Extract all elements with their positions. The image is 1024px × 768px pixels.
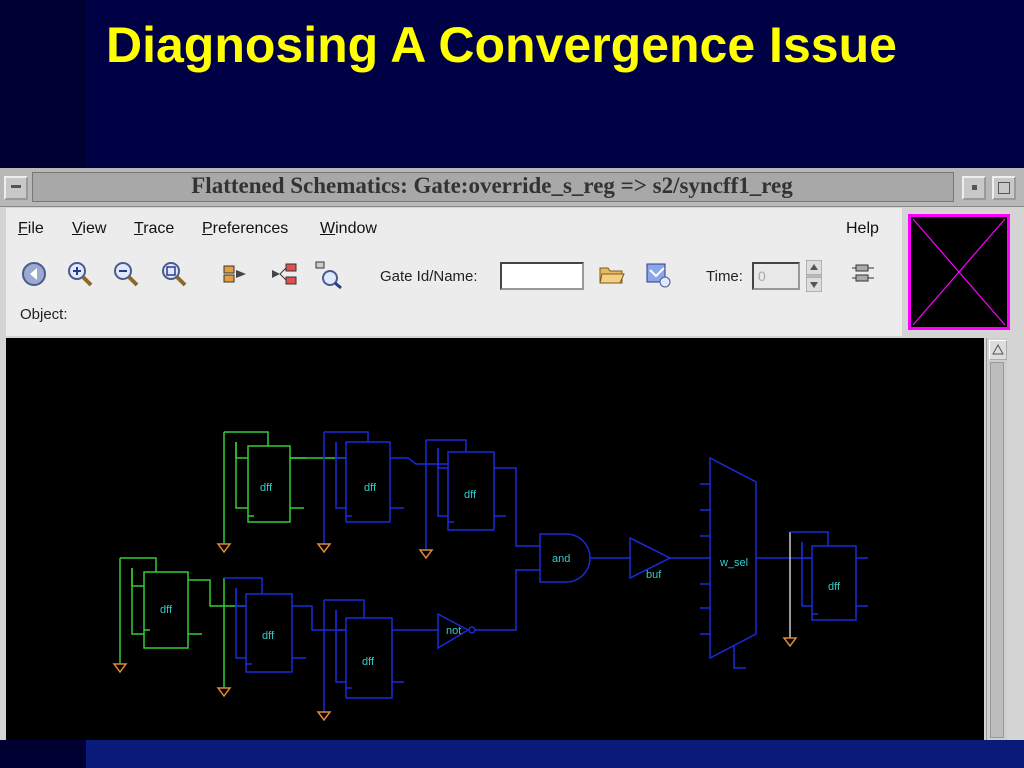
window-title: Flattened Schematics: Gate:override_s_re…	[191, 173, 793, 198]
dff-mid-2-label: dff	[362, 656, 375, 668]
time-spinner[interactable]	[806, 260, 822, 292]
scroll-up-button[interactable]	[989, 340, 1007, 360]
mux-label: w_sel	[719, 557, 748, 569]
maximize-button[interactable]	[992, 176, 1016, 200]
dff-right[interactable]	[789, 531, 868, 638]
dff-top-3-label: dff	[464, 489, 477, 501]
ground-symbol	[782, 637, 798, 648]
dff-left-label: dff	[160, 604, 173, 616]
overview-preview[interactable]	[908, 214, 1010, 330]
menu-trace[interactable]: Trace	[134, 220, 175, 237]
zoom-out-icon[interactable]	[110, 258, 142, 290]
mux-w-sel[interactable]	[700, 456, 757, 669]
vertical-scrollbar[interactable]	[986, 338, 1007, 740]
menu-view[interactable]: View	[72, 220, 107, 237]
ground-symbol	[418, 549, 434, 560]
time-label: Time:	[706, 268, 743, 285]
trace-forward-icon[interactable]	[220, 258, 252, 290]
wire-not-and	[475, 569, 540, 631]
wire-mid1-mid2	[292, 605, 346, 631]
dff-top-2[interactable]	[323, 431, 404, 544]
wire-top-3-and	[494, 467, 540, 547]
menu-window[interactable]: Window	[320, 220, 377, 237]
load-icon[interactable]	[642, 258, 674, 290]
dff-top-3[interactable]	[425, 439, 506, 550]
dff-mid-2[interactable]	[323, 599, 404, 712]
back-icon[interactable]	[18, 258, 50, 290]
dff-top-1-label: dff	[260, 482, 273, 494]
time-input[interactable]	[752, 262, 800, 290]
trace-icon[interactable]	[848, 258, 880, 290]
menu-help[interactable]: Help	[846, 220, 879, 237]
trace-backward-icon[interactable]	[268, 258, 300, 290]
ground-symbol	[216, 543, 232, 554]
dff-top-2-label: dff	[364, 482, 377, 494]
schematics-window: Flattened Schematics: Gate:override_s_re…	[0, 168, 1024, 740]
find-gate-icon[interactable]	[312, 258, 344, 290]
ground-symbol	[316, 543, 332, 554]
not-gate-label: not	[446, 625, 461, 637]
dff-top-1[interactable]	[223, 431, 306, 544]
and-gate-label: and	[552, 553, 570, 565]
gate-id-input[interactable]	[500, 262, 584, 290]
dff-left[interactable]	[119, 557, 202, 664]
ground-symbol	[316, 711, 332, 722]
object-label: Object:	[20, 306, 68, 323]
open-folder-icon[interactable]	[596, 258, 628, 290]
dff-mid-1[interactable]	[223, 577, 306, 688]
minimize-button[interactable]	[962, 176, 986, 200]
window-titlebar[interactable]: Flattened Schematics: Gate:override_s_re…	[0, 168, 1024, 207]
schematic-diagram: dff dff	[112, 431, 868, 722]
ground-symbol	[216, 687, 232, 698]
slide-title: Diagnosing A Convergence Issue	[106, 17, 897, 73]
ground-symbol	[112, 663, 128, 674]
slide-bottom-band	[86, 740, 1024, 768]
titlebar-bar	[32, 172, 954, 202]
buf-gate-label: buf	[646, 569, 662, 581]
window-menu-button[interactable]	[4, 176, 28, 200]
menu-bar: File View Trace Preferences Window Help	[6, 208, 902, 252]
buf-gate[interactable]	[629, 536, 672, 580]
schematic-canvas[interactable]: dff dff	[6, 338, 984, 740]
ground-symbols	[112, 543, 798, 722]
toolbar: Gate Id/Name: Time:	[6, 252, 902, 300]
scroll-thumb[interactable]	[990, 362, 1004, 738]
menu-file[interactable]: File	[18, 220, 44, 237]
gate-id-label: Gate Id/Name:	[380, 268, 478, 285]
menu-preferences[interactable]: Preferences	[202, 220, 289, 237]
dff-right-label: dff	[828, 581, 841, 593]
zoom-in-icon[interactable]	[64, 258, 96, 290]
arrow-up-icon	[992, 343, 1004, 355]
wire-top-2-3	[390, 457, 448, 465]
zoom-fit-icon[interactable]	[158, 258, 190, 290]
and-gate[interactable]	[539, 533, 591, 583]
dff-mid-1-label: dff	[262, 630, 275, 642]
object-bar: Object:	[6, 300, 902, 336]
wire-left-mid1	[188, 579, 246, 607]
